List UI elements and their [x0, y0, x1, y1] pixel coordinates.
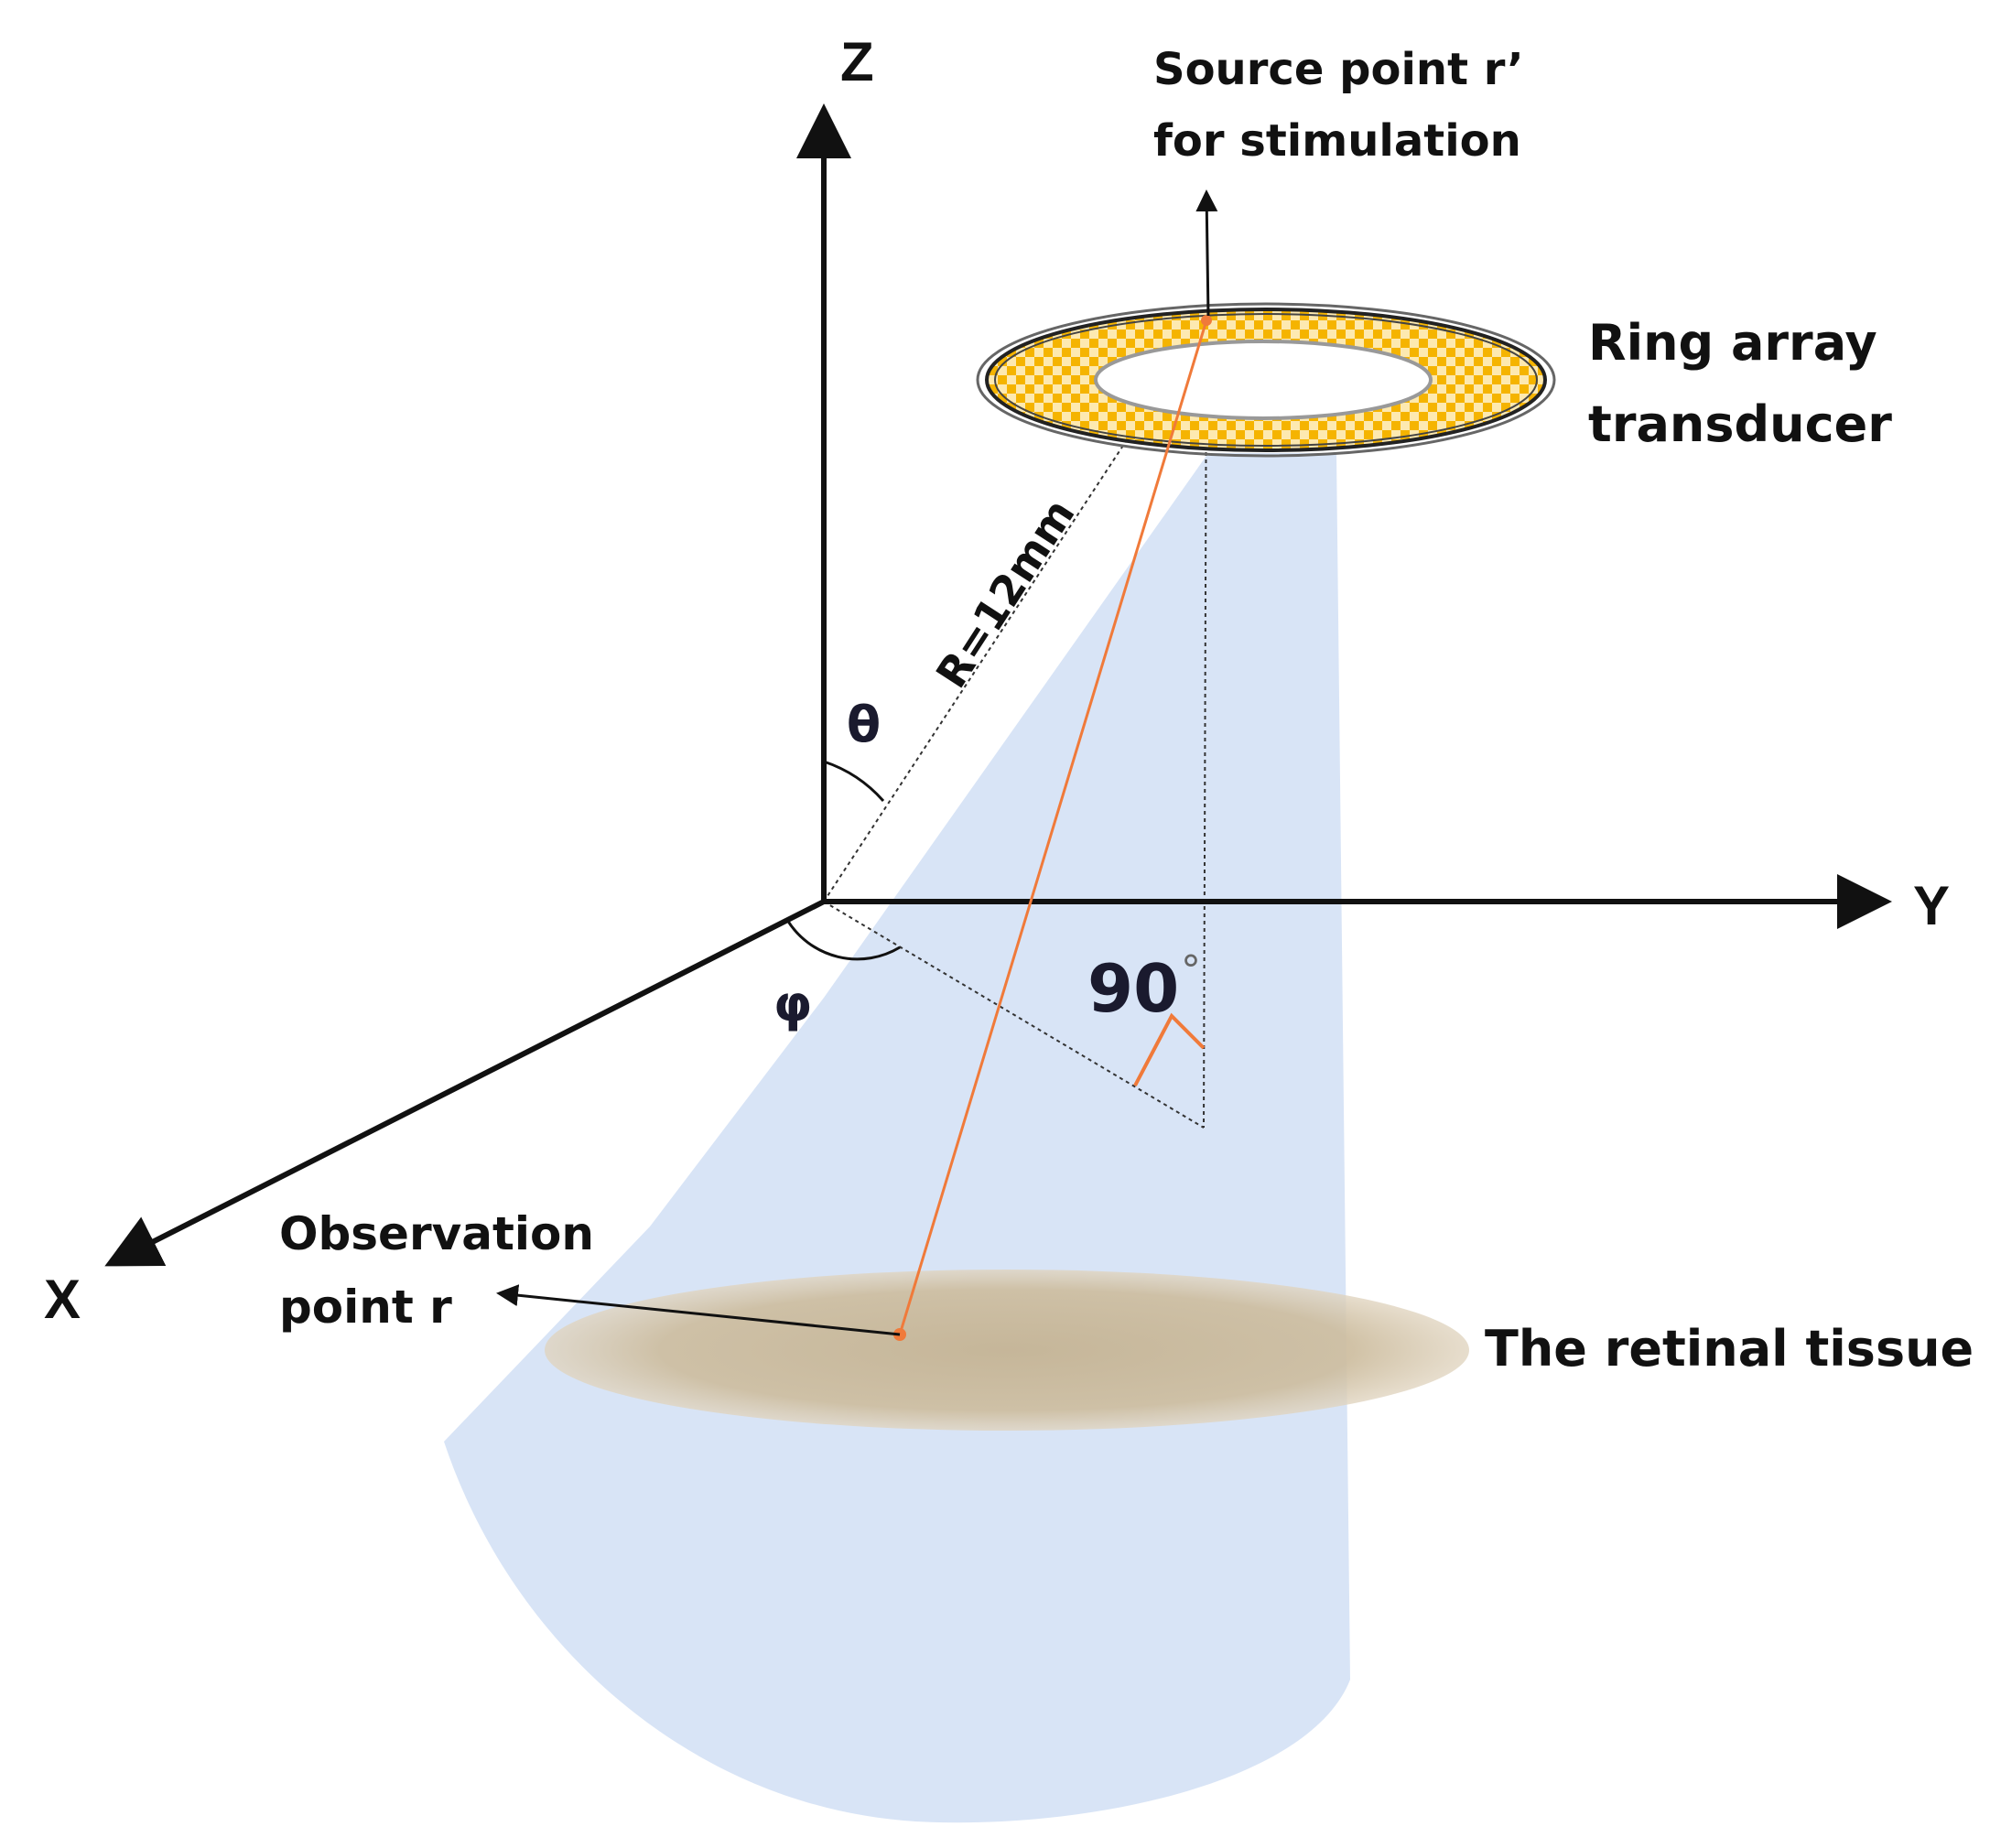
theta-arc [823, 760, 885, 802]
theta-label: θ [847, 696, 881, 753]
ring-array-transducer [976, 302, 1556, 458]
coordinate-axes [104, 103, 1892, 1267]
y-axis-label: Y [1913, 875, 1950, 936]
retinal-tissue [545, 1270, 1469, 1431]
ring-inner-hole [1094, 340, 1433, 420]
degree-symbol: ° [1181, 947, 1201, 994]
z-axis-label: Z [840, 31, 874, 92]
phi-arc [785, 919, 901, 961]
transducer-label-line-2: transducer [1588, 395, 1892, 453]
source-label-line-1: Source point r’ [1153, 44, 1524, 95]
source-ray [898, 319, 1208, 1335]
transducer-label-line-1: Ring array [1588, 314, 1877, 372]
projection-line [823, 901, 1205, 1129]
observation-label-line-1: Observation [279, 1207, 594, 1260]
source-point [1201, 315, 1212, 326]
source-label-line-2: for stimulation [1153, 115, 1521, 167]
observation-label-line-2: point r [279, 1281, 452, 1334]
tissue-label: The retinal tissue [1485, 1320, 1974, 1378]
ultrasound-beam [444, 453, 1350, 1823]
right-angle-marker [1133, 1012, 1206, 1086]
source-pointer-arrow [1195, 189, 1218, 317]
right-angle-label: 90 [1087, 950, 1179, 1027]
x-axis [104, 899, 826, 1267]
x-axis-label: X [44, 1269, 81, 1330]
observation-pointer-arrow [496, 1284, 901, 1336]
phi-label: φ [773, 975, 812, 1032]
